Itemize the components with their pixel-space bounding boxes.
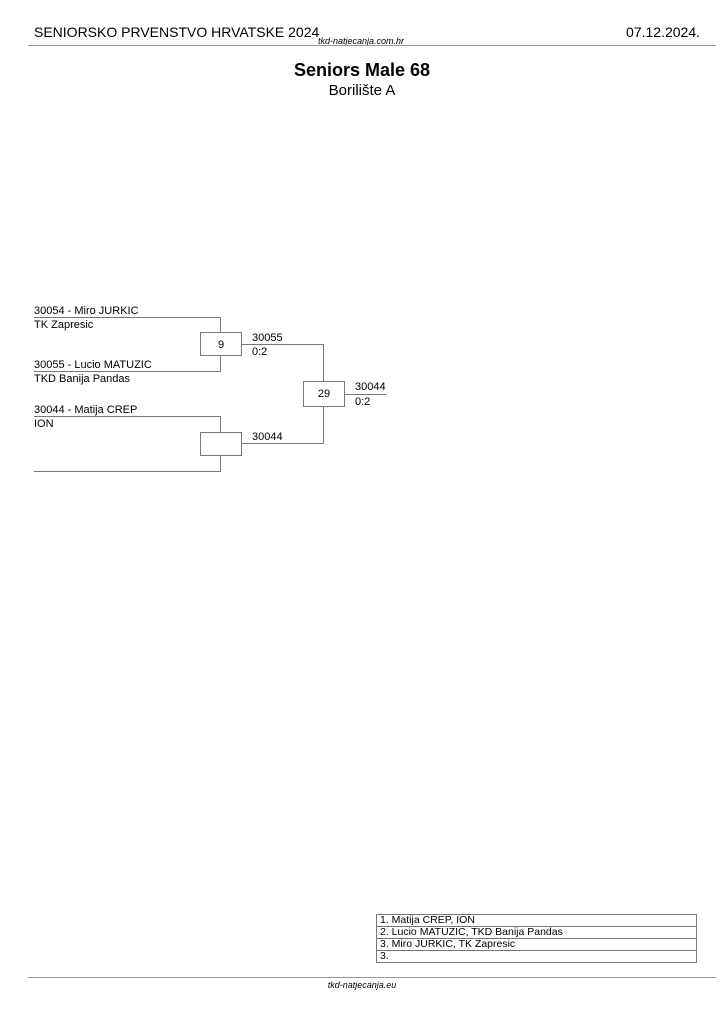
bracket-line-winner-bye: [241, 406, 324, 444]
result-3b: 3.: [376, 950, 697, 963]
match-9-winner: 30055: [252, 332, 283, 344]
footer-divider: [28, 977, 716, 978]
match-bye-winner: 30044: [252, 431, 283, 443]
result-3a: 3. Miro JURKIC, TK Zapresic: [376, 938, 697, 951]
competitor-2-name: 30055 - Lucio MATUZIC: [34, 359, 152, 371]
competitor-2-club: TKD Banija Pandas: [34, 373, 130, 385]
bracket-line-1: [34, 317, 221, 332]
result-2: 2. Lucio MATUZIC, TKD Banija Pandas: [376, 926, 697, 939]
result-1: 1. Matija CREP, ION: [376, 914, 697, 927]
bracket-line-2: [34, 355, 221, 372]
competitor-3-name: 30044 - Matija CREP: [34, 404, 138, 416]
result-row: 3. Miro JURKIC, TK Zapresic: [376, 938, 697, 951]
bracket-line-3: [34, 416, 221, 432]
match-number-9: 9: [217, 339, 225, 351]
competitor-1-name: 30054 - Miro JURKIC: [34, 305, 139, 317]
match-9-score: 0:2: [252, 346, 268, 358]
event-date: 07.12.2024.: [626, 24, 700, 40]
competitor-3-club: ION: [34, 418, 54, 430]
results-table: 1. Matija CREP, ION 2. Lucio MATUZIC, TK…: [376, 914, 697, 963]
competitor-1-club: TK Zapresic: [34, 319, 94, 331]
area-label: Borilište A: [328, 82, 396, 99]
result-row: 1. Matija CREP, ION: [376, 914, 697, 927]
event-title: SENIORSKO PRVENSTVO HRVATSKE 2024: [34, 24, 320, 40]
bracket-line-4: [34, 455, 221, 472]
watermark-url: tkd-natjecanja.com.hr: [318, 36, 405, 46]
match-29-score: 0:2: [355, 396, 371, 408]
match-29-winner: 30044: [355, 381, 386, 393]
match-box-bye: [200, 432, 242, 456]
result-row: 2. Lucio MATUZIC, TKD Banija Pandas: [376, 926, 697, 939]
header-divider: [28, 45, 716, 46]
match-number-29: 29: [317, 388, 331, 400]
footer-url: tkd-natjecanja.eu: [327, 980, 397, 990]
category-title: Seniors Male 68: [293, 60, 431, 80]
result-row: 3.: [376, 950, 697, 963]
bracket-line-winner-9: [241, 344, 324, 381]
